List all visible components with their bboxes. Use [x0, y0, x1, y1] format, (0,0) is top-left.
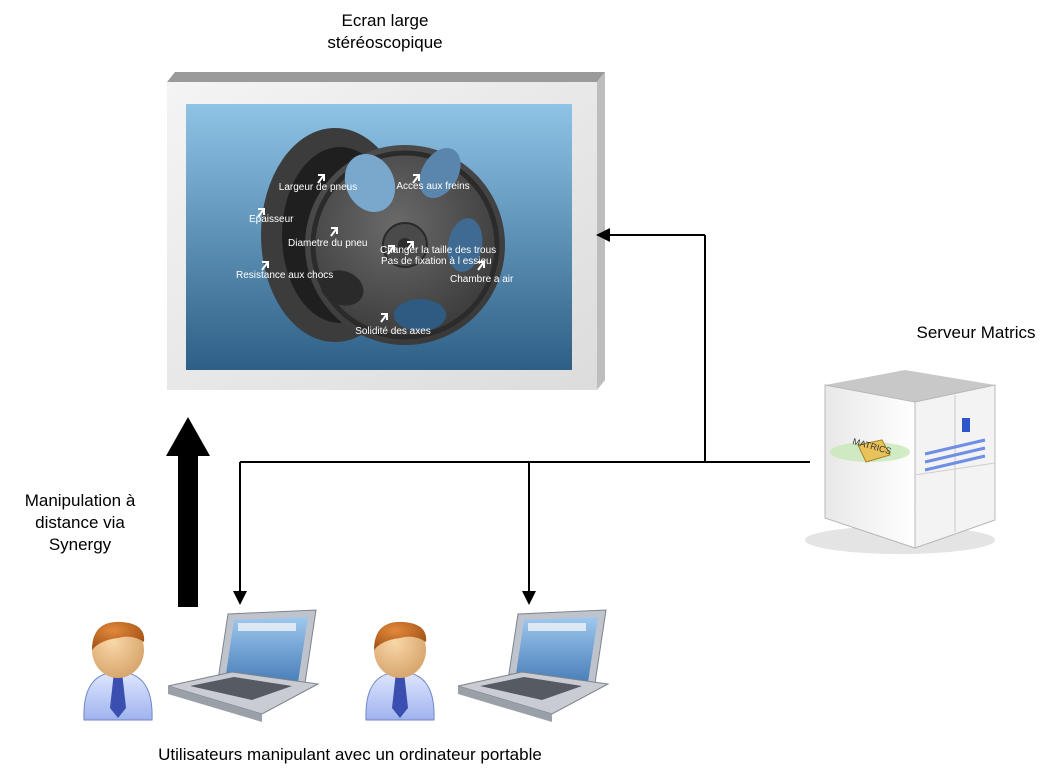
arrow-icon [380, 313, 388, 323]
arrow-icon [330, 227, 338, 237]
spoke-window [447, 218, 483, 272]
arrow-icon [387, 245, 395, 255]
laptop-screen-titlebar [238, 623, 296, 631]
wheel-label-diametre: Diametre du pneu [288, 238, 368, 249]
server-vent-lines [924, 438, 986, 472]
spoke-window [320, 270, 364, 306]
arrowhead-laptop-2 [522, 591, 536, 605]
wheel-label-changer: Changer la taille des trous [380, 245, 496, 256]
manipulation-line2: distance via [35, 513, 125, 532]
wheel-label-pas: Pas de fixation à l essieu [381, 256, 492, 267]
spoke-window [344, 153, 396, 213]
wheel-label-epaisseur: Epaisseur [249, 214, 294, 225]
network-lines [239, 234, 810, 595]
wheel-label-chambre: Chambre a air [450, 274, 514, 285]
arrow-icon [257, 208, 265, 218]
wheel-front-lip [310, 150, 500, 340]
screen-side-edge [597, 72, 605, 390]
server-logo-box [857, 439, 891, 463]
users-caption: Utilisateurs manipulant avec un ordinate… [158, 745, 542, 764]
arrow-icon [412, 174, 420, 184]
wheel-label-acces: Acces aux freins [396, 181, 469, 192]
server-panel-line [914, 462, 996, 476]
spoke-window [419, 147, 461, 199]
stereo-screen: Largeur de pneus Acces aux freins Epaiss… [167, 72, 605, 390]
laptop-base-edge [458, 686, 552, 722]
matrics-server: MATRICS [805, 370, 996, 554]
user-avatar-1 [83, 621, 153, 721]
wheel-label-largeur: Largeur de pneus [279, 182, 357, 193]
annotation-arrows [257, 174, 485, 323]
manipulation-line1: Manipulation à [24, 491, 136, 510]
user-avatar-2 [365, 621, 435, 721]
arrow-icon [317, 174, 325, 184]
screen-title: Ecran large stéréoscopique [285, 10, 485, 54]
screen-title-line2: stéréoscopique [327, 33, 443, 52]
screen-top-edge [167, 72, 605, 82]
wheel-label-solidite: Solidité des axes [355, 326, 431, 337]
laptop-keyboard [190, 677, 292, 700]
user-hair [374, 621, 427, 650]
laptop-screen-titlebar [528, 623, 586, 631]
manipulation-line3: Synergy [48, 535, 112, 554]
server-label: Serveur Matrics [916, 323, 1036, 342]
laptop-2 [457, 609, 610, 722]
arrowhead-laptop-1 [233, 591, 247, 605]
screen-title-line1: Ecran large [341, 11, 429, 30]
synergy-arrow-head [166, 417, 210, 456]
manipulation-label: Manipulation à distance via Synergy [0, 490, 160, 556]
laptop-screen [516, 617, 598, 682]
synergy-arrow-shaft [178, 456, 198, 607]
wheel-3d-model [261, 128, 505, 345]
arrowhead-screen [596, 228, 610, 242]
server-power-led [962, 418, 970, 432]
laptop-keyboard [480, 677, 582, 700]
arrow-icon [477, 261, 485, 271]
laptop-base-edge [168, 686, 262, 722]
laptop-1 [167, 609, 320, 722]
user-tie [110, 672, 126, 718]
user-hair [92, 621, 145, 650]
spoke-window [394, 299, 446, 331]
arrow-icon [406, 241, 414, 251]
laptop-screen [226, 617, 308, 682]
wheel-label-resistance: Resistance aux chocs [236, 270, 333, 281]
arrow-icon [261, 261, 269, 271]
synergy-arrow [166, 417, 210, 607]
server-side [824, 384, 916, 549]
user-tie [392, 672, 408, 718]
